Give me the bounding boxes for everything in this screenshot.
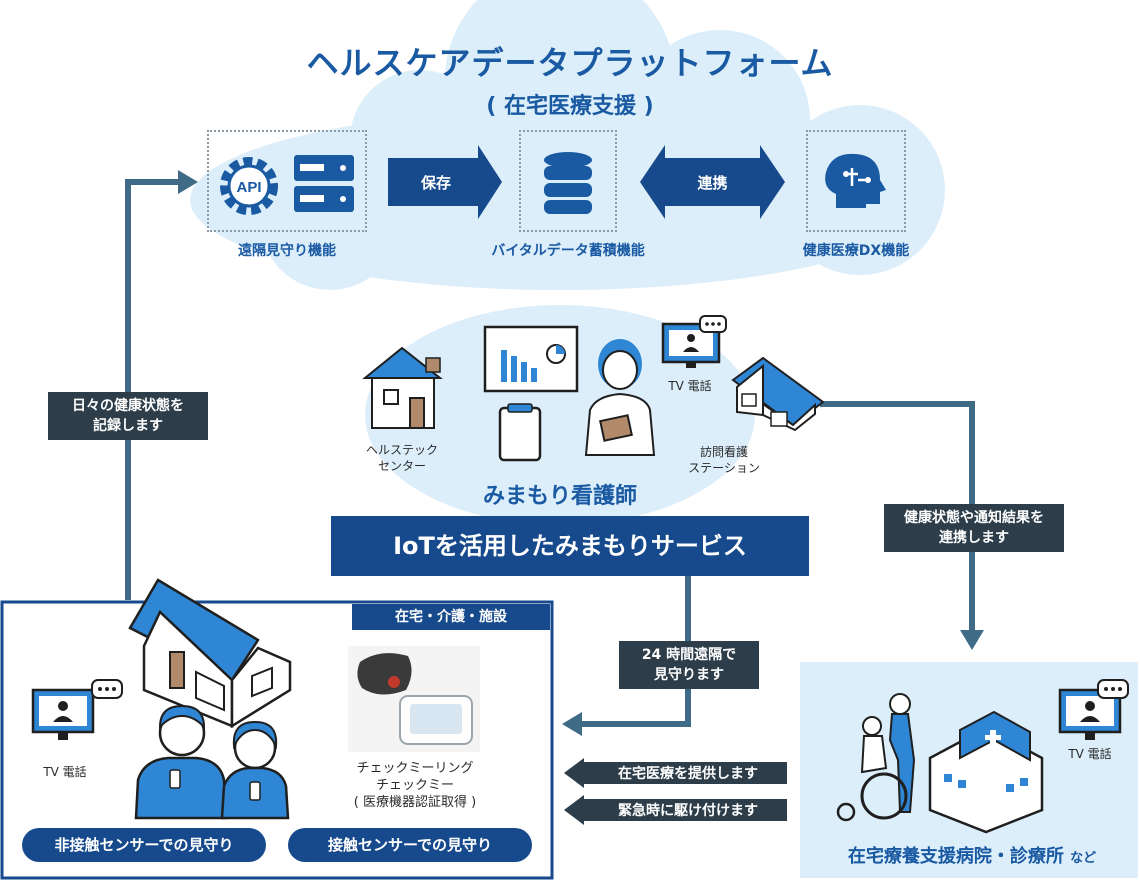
save-arrow	[388, 145, 502, 219]
contact-sensor-label: 接触センサーでの見守り	[288, 828, 532, 862]
service-banner: IoTを活用したみまもりサービス	[331, 516, 809, 576]
database-icon	[544, 152, 592, 214]
svg-text:API: API	[236, 179, 261, 196]
visiting-station-label: 訪問看護 ステーション	[688, 445, 760, 475]
hospital-name: 在宅療養支援病院・診療所 など	[812, 842, 1132, 868]
clipboard-icon	[498, 403, 542, 462]
save-label: 保存	[420, 174, 451, 192]
remote-monitoring-box	[207, 130, 367, 232]
hospital-tv-phone-label: TV 電話	[1068, 747, 1112, 761]
center-flow-arrowhead	[562, 712, 582, 736]
link-label: 連携	[697, 174, 728, 192]
analytics-board-icon	[483, 325, 579, 393]
platform-title: ヘルスケアデータプラットフォーム	[306, 44, 834, 82]
vital-storage-label: バイタルデータ蓄積機能	[491, 243, 645, 259]
vital-storage-box	[519, 130, 617, 232]
care-arrowhead	[564, 758, 584, 788]
cloud-shape	[190, 0, 945, 290]
nurse-tv-phone-label: TV 電話	[668, 379, 712, 393]
api-gear-icon: API	[220, 157, 278, 215]
health-dx-label: 健康医療DX機能	[802, 243, 910, 259]
hospital-tv-phone-icon	[1058, 679, 1129, 740]
platform-subtitle: ( 在宅医療支援 )	[486, 94, 654, 119]
hospital-name-suffix: など	[1070, 851, 1097, 866]
nurse-title: みまもり看護師	[482, 484, 637, 509]
home-tag: 在宅・介護・施設	[352, 604, 550, 630]
right-flow-line	[820, 401, 975, 630]
remote-watch-note: 24 時間遠隔で 見守ります	[619, 641, 759, 689]
emergency-label: 緊急時に駆け付けます	[618, 803, 758, 819]
server-icon	[294, 155, 354, 212]
ai-head-icon	[825, 153, 886, 208]
health-dx-box	[806, 130, 906, 232]
nursing-station-house-icon	[731, 356, 825, 432]
link-arrow	[640, 145, 785, 219]
health-link-note: 健康状態や通知結果を 連携します	[884, 504, 1064, 552]
daily-record-note: 日々の健康状態を 記録します	[48, 392, 208, 440]
home-tv-phone-label: TV 電話	[43, 765, 87, 779]
left-flow-arrowhead	[178, 170, 198, 194]
healthtech-center-label: ヘルステック センター	[365, 443, 438, 473]
elderly-couple-icon	[134, 704, 290, 820]
noncontact-sensor-label: 非接触センサーでの見守り	[22, 828, 266, 862]
remote-monitoring-label: 遠隔見守り機能	[238, 243, 336, 259]
nurse-area-bg	[365, 305, 755, 525]
right-flow-arrowhead	[960, 630, 984, 650]
healthtech-house-icon	[362, 346, 443, 429]
hospital-building-icon	[928, 710, 1044, 834]
home-tv-phone-icon	[31, 679, 123, 740]
provide-care-label: 在宅医療を提供します	[618, 766, 758, 782]
hospital-name-text: 在宅療養支援病院・診療所	[847, 846, 1064, 867]
center-flow-line	[582, 575, 691, 727]
checkme-devices-image	[348, 646, 480, 752]
wheelchair-caregiver-icon	[836, 693, 916, 822]
device-caption: チェックミーリング チェックミー ( 医療機器認証取得 )	[353, 761, 477, 810]
left-flow-line	[125, 179, 178, 600]
tv-phone-icon	[661, 315, 727, 368]
emergency-arrowhead	[564, 795, 584, 825]
nurse-icon	[584, 339, 656, 456]
home-house-icon	[128, 578, 292, 729]
